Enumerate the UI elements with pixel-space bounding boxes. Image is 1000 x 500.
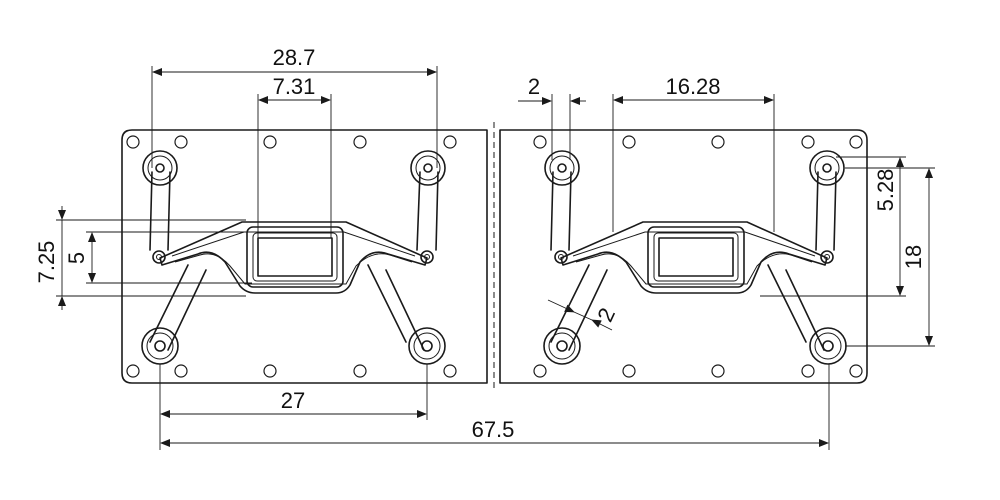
dim-pitch-small: 2	[528, 74, 540, 99]
dim-overall-width: 28.7	[273, 45, 316, 70]
dim-window-width: 7.31	[273, 74, 316, 99]
left-bracket	[141, 150, 446, 365]
right-bracket	[543, 150, 847, 365]
mounting-holes	[126, 135, 863, 378]
dim-lower-span: 27	[281, 388, 305, 413]
dim-height-a: 5.28	[873, 169, 898, 212]
dim-pitch-right: 16.28	[665, 74, 720, 99]
dimensions: 28.7 7.31 27 67.5 2 16.28 7.25	[34, 45, 935, 450]
dim-offset-b: 5	[64, 252, 89, 264]
dim-offset-a: 7.25	[34, 241, 59, 284]
base-plate	[121, 122, 868, 392]
dim-height-b: 18	[901, 245, 926, 269]
dim-total-span: 67.5	[472, 417, 515, 442]
